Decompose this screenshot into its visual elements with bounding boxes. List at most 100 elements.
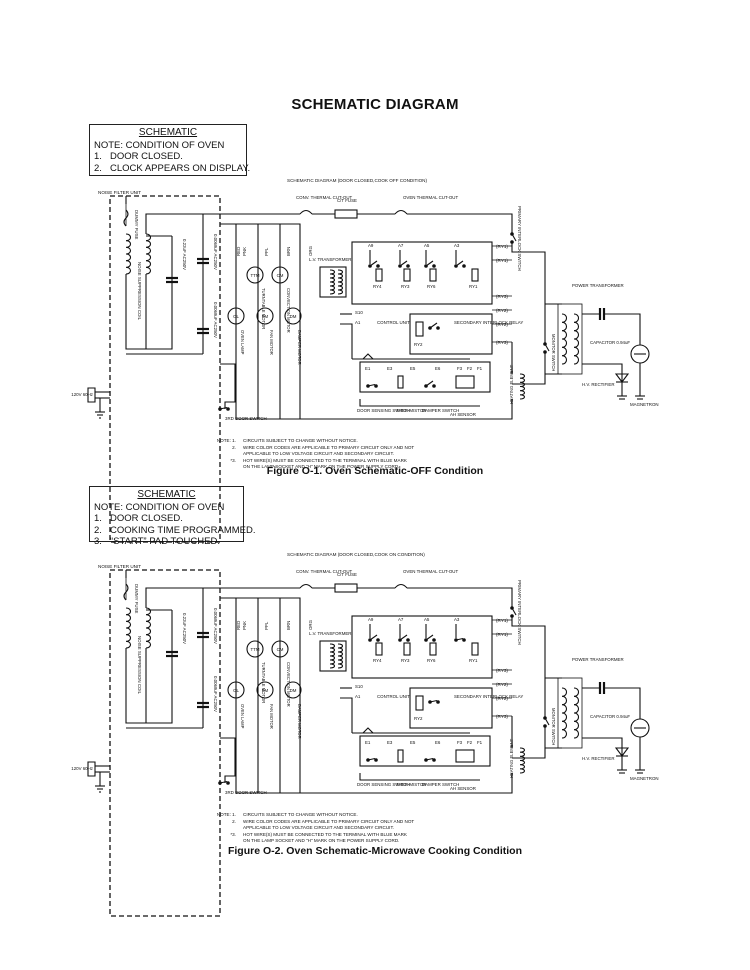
ct-fuse-label: C/T FUSE: [337, 198, 357, 203]
door-sensing-switch: [367, 757, 376, 761]
heating-element: [519, 373, 526, 400]
power-transformer-primary: [561, 313, 568, 365]
secondary-interlock-relay-contact: [429, 699, 438, 703]
note-heading: SCHEMATIC: [138, 127, 198, 138]
noise-filter-unit-label: NOISE FILTER UNIT: [98, 564, 141, 569]
lv-transformer-coil: [337, 643, 344, 669]
turntable-motor: [246, 266, 264, 284]
power-plug-icon: [87, 387, 96, 403]
footnote-text: HOT WIRE(S) MUST BE CONNECTED TO THE TER…: [243, 458, 408, 463]
capacitor-0.0068uF-label: 0.0068uF AC250V: [213, 608, 218, 644]
ah-sensor-label: AH SENSOR: [450, 412, 476, 417]
convection-motor-name: CONVECTION MOTOR: [286, 288, 291, 333]
oven-schematic-cook: SCHEMATIC DIAGRAM (DOOR CLOSED,COOK ON C…: [71, 552, 659, 917]
terminal-label: A1: [355, 694, 361, 699]
terminal-label: F3: [457, 740, 463, 745]
ct-fuse: [334, 209, 358, 219]
ct-fuse: [334, 583, 358, 593]
dummy-fuse-icon: [123, 583, 129, 601]
wire: [582, 363, 623, 382]
wire: [125, 274, 147, 350]
lv-transformer-coil: [337, 269, 344, 295]
conv-thermal-cutout-label: CONV. THERMAL CUT-OUT: [296, 195, 353, 200]
oven-lamp-label: OL: [233, 688, 239, 693]
relay-coil: [471, 268, 479, 282]
wire: [145, 587, 220, 608]
oven-lamp: [227, 307, 245, 325]
relay-coil: [429, 642, 437, 656]
turntable-motor-name: TURNTABLE MOTOR: [261, 288, 266, 329]
oven-thermal-cutout: [394, 583, 408, 589]
lv-transformer-label: L.V. TRANSFORMER: [309, 257, 351, 262]
terminal-label: A1: [355, 320, 361, 325]
wire: [340, 697, 353, 733]
footnote-text: WIRE COLOR CODES ARE APPLICABLE TO PRIMA…: [243, 445, 414, 450]
note-item: 2.COOKING TIME PROGRAMMED.: [94, 524, 256, 536]
capacitor-label: CAPACITOR 0.94uF: [590, 340, 630, 345]
capacitor-0.0068uF-label: 0.0068uF AC250V: [213, 234, 218, 270]
damper-motor-name: DAMPER MOTOR: [297, 704, 302, 739]
heating-element: [519, 747, 526, 774]
dummy-fuse-label: DUMMY FUSE: [134, 210, 139, 240]
relay-tap-label: (RY1): [496, 258, 508, 263]
oven-lamp-label: OL: [233, 314, 239, 319]
magnetron-label: MAGNETRON: [630, 402, 659, 407]
relay-contact: [425, 634, 434, 641]
wire: [512, 352, 546, 385]
noise-suppression-coil-right: [145, 233, 152, 275]
note-box-cook: SCHEMATIC NOTE: CONDITION OF OVEN 1.DOOR…: [89, 486, 256, 547]
terminal-label: E6: [435, 740, 441, 745]
note-item: 1.DOOR CLOSED.: [94, 151, 183, 162]
terminal-label: S10: [355, 310, 363, 315]
damper-switch-label: DAMPER SWITCH: [422, 408, 459, 413]
wire: [300, 773, 513, 794]
terminal-label: F1: [477, 366, 483, 371]
damper-switch: [425, 757, 434, 761]
conv-thermal-cutout: [299, 209, 313, 215]
note-heading: SCHEMATIC: [137, 489, 196, 500]
convection-motor-name: CONVECTION MOTOR: [286, 662, 291, 707]
dummy-fuse-icon: [123, 209, 129, 227]
wire: [582, 737, 623, 756]
power-transformer-secondary: [573, 313, 580, 365]
terminal-label: E3: [387, 366, 393, 371]
noise-suppression-coil-right: [145, 607, 152, 649]
wire-color-label: PPL: [264, 621, 269, 630]
capacitor-0.22uF-label: 0.22uF AC250V: [182, 239, 187, 270]
relay-tap-label: (RY3): [496, 668, 508, 673]
schematic-header: SCHEMATIC DIAGRAM (DOOR CLOSED,COOK ON C…: [287, 552, 425, 557]
hv-rectifier-icon: [614, 373, 630, 383]
door-sensing-switch: [367, 383, 376, 387]
relay-contact: [399, 260, 408, 267]
wire-color-label: PNK: [242, 621, 247, 630]
terminal-label: E1: [365, 740, 371, 745]
secondary-interlock-relay-block: [409, 687, 493, 729]
junction-dot: [462, 638, 466, 642]
wire-color-label: RED: [236, 621, 241, 630]
wire: [126, 322, 173, 350]
relay-tap-label: (RY1): [496, 618, 508, 623]
turntable-motor: [246, 640, 264, 658]
hv-rectifier-icon: [614, 747, 630, 757]
junction-dot: [376, 638, 380, 642]
noise-filter-unit-label: NOISE FILTER UNIT: [98, 190, 141, 195]
wire: [359, 399, 480, 407]
footnote-text: APPLICABLE TO LOW VOLTAGE CIRCUIT AND SE…: [243, 825, 394, 830]
note-box-off: SCHEMATIC NOTE: CONDITION OF OVEN 1.DOOR…: [89, 124, 250, 176]
wire: [145, 213, 220, 234]
terminal-label: A5: [424, 617, 430, 622]
note-item: 1.DOOR CLOSED.: [94, 513, 183, 524]
power-transformer-secondary: [573, 687, 580, 739]
damper-motor-label: DM: [290, 688, 297, 693]
door-sensing-switch-label: DOOR SENSING SWITCH: [357, 782, 410, 787]
relay-label: RY2: [414, 716, 423, 721]
page-title: SCHEMATIC DIAGRAM: [291, 96, 459, 113]
wire-color-label: PPL: [264, 247, 269, 256]
terminal-label: F1: [477, 740, 483, 745]
power-transformer-core: [557, 303, 583, 375]
footnote-number: 2.: [232, 445, 236, 450]
damper-motor-label: DM: [290, 314, 297, 319]
wire-color-label: ORG: [308, 619, 313, 630]
relay-label: RY3: [401, 658, 410, 663]
relay-coil: [415, 321, 424, 337]
